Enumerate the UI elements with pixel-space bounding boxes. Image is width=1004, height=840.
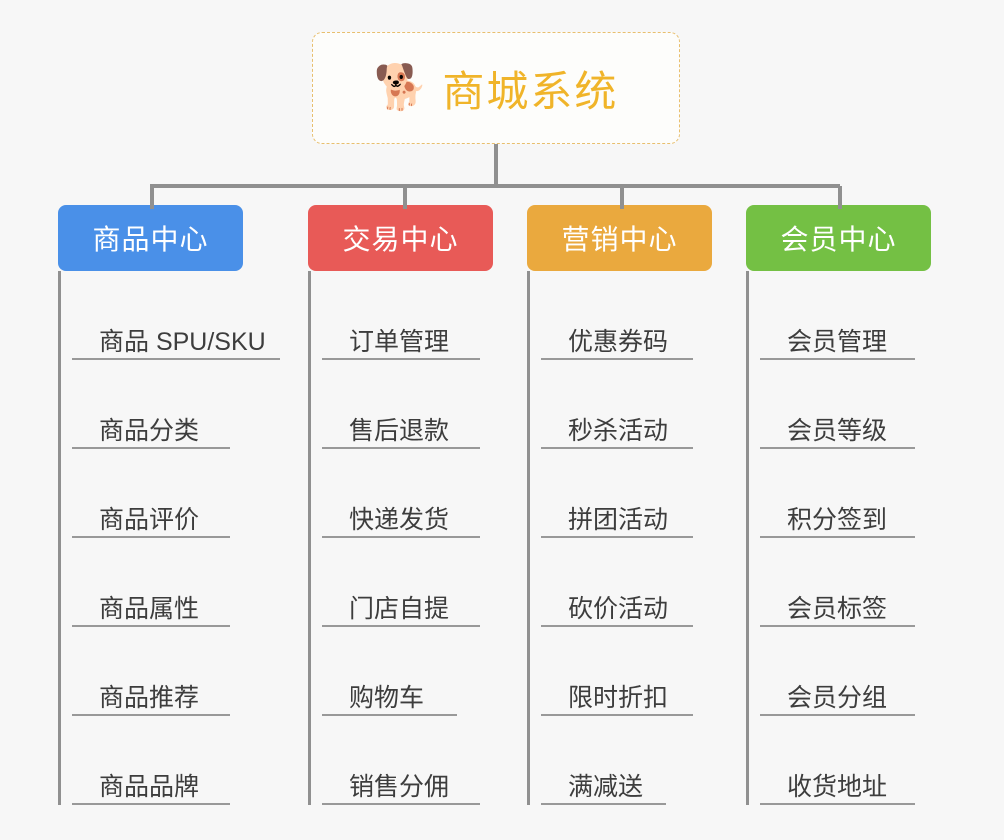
branch-column-1: 商品中心商品 SPU/SKU 商品分类商品评价商品属性商品推荐商品品牌 (58, 205, 280, 805)
branch-header-label: 营销中心 (561, 224, 678, 255)
list-item[interactable]: 商品分类 (72, 360, 243, 449)
connector-drop-2 (403, 186, 407, 209)
list-item-label: 商品分类 (99, 417, 200, 445)
connector-root-stem (494, 144, 498, 186)
list-item-label: 售后退款 (349, 417, 450, 445)
list-item[interactable]: 会员等级 (760, 360, 931, 449)
branch-column-4: 会员中心会员管理会员等级积分签到会员标签会员分组收货地址 (746, 205, 931, 805)
branch-item-list-4: 会员管理会员等级积分签到会员标签会员分组收货地址 (746, 271, 931, 805)
list-item-rule (322, 714, 457, 716)
list-item[interactable]: 商品品牌 (72, 716, 243, 805)
list-item[interactable]: 商品推荐 (72, 627, 243, 716)
list-item[interactable]: 购物车 (322, 627, 493, 716)
branch-header-label: 会员中心 (780, 224, 897, 255)
list-item-rule (541, 447, 693, 449)
list-item[interactable]: 积分签到 (760, 449, 931, 538)
list-item-label: 快递发货 (349, 506, 450, 534)
list-item[interactable]: 商品属性 (72, 538, 243, 627)
connector-horizontal-bus (150, 184, 840, 188)
list-item-rule (72, 714, 230, 716)
branch-header-4[interactable]: 会员中心 (746, 205, 931, 271)
list-item-rule (541, 358, 693, 360)
list-item-label: 商品推荐 (99, 684, 200, 712)
list-item-rule (541, 714, 693, 716)
branch-column-3: 营销中心优惠券码秒杀活动拼团活动砍价活动限时折扣满减送 (527, 205, 712, 805)
list-item[interactable]: 商品 SPU/SKU (72, 271, 280, 360)
list-item-rule (760, 625, 915, 627)
list-item[interactable]: 满减送 (541, 716, 712, 805)
root-node-title: 商城系统 (442, 67, 619, 115)
list-item-label: 满减送 (568, 773, 644, 801)
list-item-label: 砍价活动 (568, 595, 669, 623)
branch-header-label: 交易中心 (342, 224, 459, 255)
list-item-label: 秒杀活动 (568, 417, 669, 445)
branch-item-list-1: 商品 SPU/SKU 商品分类商品评价商品属性商品推荐商品品牌 (58, 271, 280, 805)
list-item-label: 拼团活动 (568, 506, 669, 534)
list-item-rule (760, 358, 915, 360)
branch-header-label: 商品中心 (92, 224, 209, 255)
connector-drop-1 (150, 186, 154, 209)
list-item-label: 商品品牌 (99, 773, 200, 801)
list-item[interactable]: 售后退款 (322, 360, 493, 449)
list-item-label: 优惠券码 (568, 328, 669, 356)
list-item-rule (72, 536, 230, 538)
list-item-rule (322, 447, 480, 449)
list-item-label: 会员标签 (787, 595, 888, 623)
list-item-label: 订单管理 (349, 328, 450, 356)
list-item-label: 收货地址 (787, 773, 888, 801)
list-item-rule (72, 447, 230, 449)
list-item[interactable]: 订单管理 (322, 271, 493, 360)
list-item[interactable]: 优惠券码 (541, 271, 712, 360)
list-item[interactable]: 快递发货 (322, 449, 493, 538)
list-item-rule (322, 625, 480, 627)
list-item-rule (541, 625, 693, 627)
list-item-rule (760, 536, 915, 538)
list-item[interactable]: 会员管理 (760, 271, 931, 360)
list-item[interactable]: 砍价活动 (541, 538, 712, 627)
list-item-label: 会员管理 (787, 328, 888, 356)
list-item[interactable]: 限时折扣 (541, 627, 712, 716)
list-item-rule (72, 803, 230, 805)
list-item-rule (322, 803, 480, 805)
connector-drop-4 (838, 186, 842, 209)
list-item[interactable]: 拼团活动 (541, 449, 712, 538)
list-item-label: 销售分佣 (349, 773, 450, 801)
list-item-label: 商品 SPU/SKU (99, 328, 266, 356)
list-item-label: 门店自提 (349, 595, 450, 623)
root-node[interactable]: 🐕 商城系统 (312, 32, 680, 144)
list-item-rule (760, 803, 915, 805)
branch-item-list-2: 订单管理售后退款快递发货门店自提购物车销售分佣 (308, 271, 493, 805)
list-item[interactable]: 会员分组 (760, 627, 931, 716)
connector-drop-3 (620, 186, 624, 209)
list-item-rule (72, 358, 280, 360)
list-item-rule (541, 536, 693, 538)
list-item-label: 商品属性 (99, 595, 200, 623)
list-item-label: 商品评价 (99, 506, 200, 534)
list-item-label: 积分签到 (787, 506, 888, 534)
list-item[interactable]: 销售分佣 (322, 716, 493, 805)
branch-header-3[interactable]: 营销中心 (527, 205, 712, 271)
list-item[interactable]: 会员标签 (760, 538, 931, 627)
list-item-label: 会员分组 (787, 684, 888, 712)
list-item[interactable]: 收货地址 (760, 716, 931, 805)
list-item-label: 会员等级 (787, 417, 888, 445)
list-item-rule (760, 447, 915, 449)
list-item[interactable]: 秒杀活动 (541, 360, 712, 449)
list-item[interactable]: 商品评价 (72, 449, 243, 538)
branch-item-list-3: 优惠券码秒杀活动拼团活动砍价活动限时折扣满减送 (527, 271, 712, 805)
branch-header-1[interactable]: 商品中心 (58, 205, 243, 271)
branch-header-2[interactable]: 交易中心 (308, 205, 493, 271)
list-item-rule (541, 803, 666, 805)
shiba-dog-face-icon: 🐕 (373, 63, 429, 112)
list-item-label: 限时折扣 (568, 684, 669, 712)
list-item-rule (760, 714, 915, 716)
list-item-rule (72, 625, 230, 627)
list-item[interactable]: 门店自提 (322, 538, 493, 627)
list-item-rule (322, 536, 480, 538)
list-item-label: 购物车 (349, 684, 425, 712)
list-item-rule (322, 358, 480, 360)
branch-column-2: 交易中心订单管理售后退款快递发货门店自提购物车销售分佣 (308, 205, 493, 805)
